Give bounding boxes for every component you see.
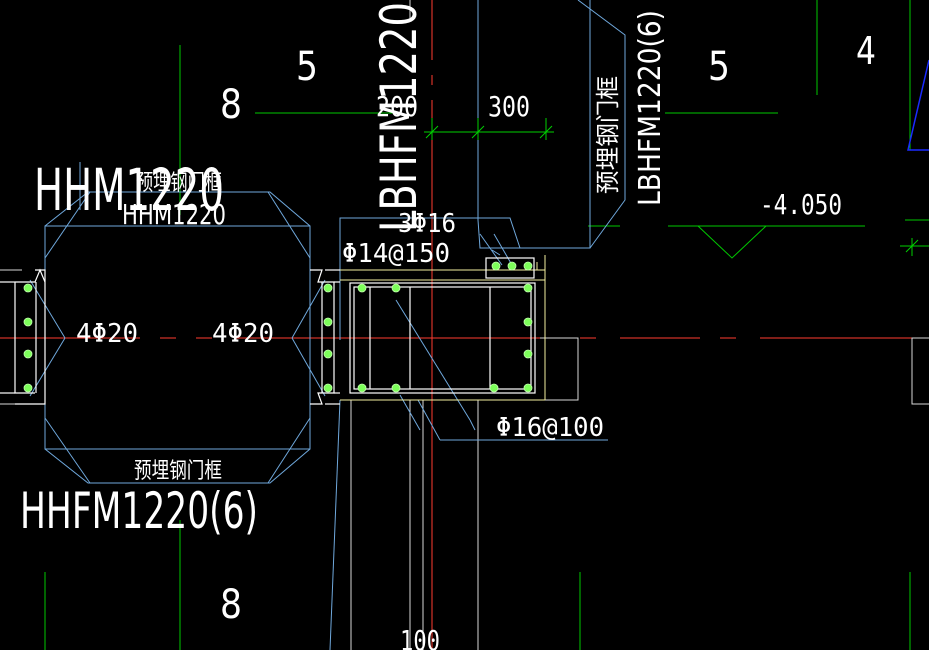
dim-label-100: 100 <box>400 624 440 650</box>
grid-number-labels: 5 5 4 8 8 <box>220 29 876 628</box>
dimension-labels: 200 300 100 -4.050 <box>376 90 842 650</box>
elevation-marker <box>697 225 767 259</box>
rebar-labels: 3Φ16 Φ14@150 4Φ20 4Φ20 Φ16@100 <box>76 209 604 443</box>
rebar-dots <box>23 261 533 393</box>
rebar-label-phi14-150: Φ14@150 <box>342 239 450 269</box>
grid-label-5-left: 5 <box>296 44 318 90</box>
door-frame-labels: HHM1220 预埋钢门框 HHM1220 预埋钢门框 HHFM1220(6) <box>20 156 258 540</box>
dimension-lines <box>424 118 929 256</box>
rebar-label-phi16-100: Φ16@100 <box>496 413 604 443</box>
vertical-frame-labels: LBHFM1220 预埋钢门框 LBHFM1220(6) <box>370 2 668 232</box>
grid-label-8-top: 8 <box>220 82 242 128</box>
embed-frame-label-vertical: 预埋钢门框 <box>594 76 622 194</box>
hhm-label-small: HHM1220 <box>122 198 226 231</box>
rebar-label-4phi20-left: 4Φ20 <box>76 319 138 349</box>
hhm-label-large: HHM1220 <box>34 156 224 224</box>
elevation-label: -4.050 <box>760 188 842 221</box>
grid-label-4: 4 <box>856 29 876 73</box>
embed-frame-label-top: 预埋钢门框 <box>136 171 222 196</box>
dim-label-200: 200 <box>376 90 418 123</box>
grid-lines <box>44 0 929 650</box>
dim-label-300: 300 <box>488 90 530 123</box>
grid-label-5-right: 5 <box>708 44 730 90</box>
rebar-label-4phi20-right: 4Φ20 <box>212 319 274 349</box>
rebar-label-3phi16: 3Φ16 <box>398 209 456 239</box>
column-edge-blue <box>907 59 929 151</box>
column-outline <box>340 255 546 401</box>
hhfm-label-large: HHFM1220(6) <box>20 482 258 540</box>
rebar-stirrups <box>0 257 536 405</box>
grid-label-8-bottom: 8 <box>220 582 242 628</box>
lbhfm-label-vertical-left: LBHFM1220 <box>370 2 428 232</box>
embed-frame-label-bottom: 预埋钢门框 <box>134 459 222 484</box>
lbhfm-label-vertical-right: LBHFM1220(6) <box>633 10 668 206</box>
